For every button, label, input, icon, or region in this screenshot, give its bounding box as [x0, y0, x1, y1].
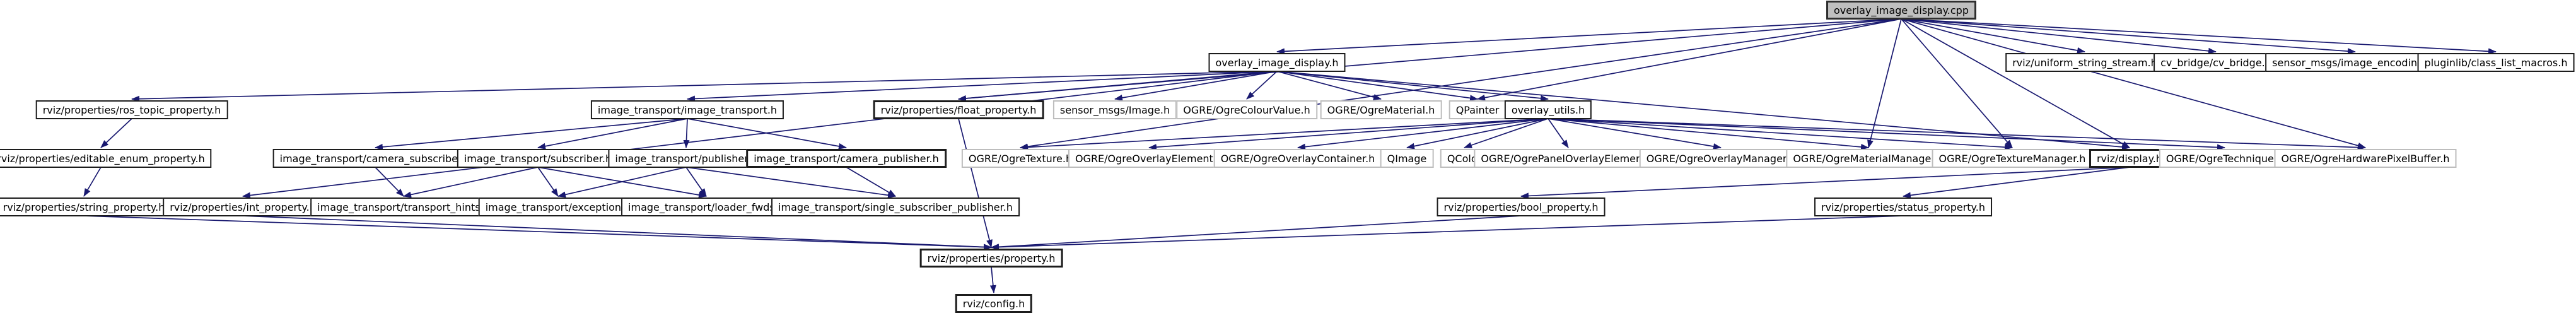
graph-node-ogre-ogrehardwarepixelbuffer-h: OGRE/OgreHardwarePixelBuffer.h — [2274, 149, 2457, 168]
graph-node-rviz-properties-bool-property-h[interactable]: rviz/properties/bool_property.h — [1437, 197, 1606, 216]
graph-edge-ovu-ope — [1547, 118, 1569, 148]
graph-node-sensor-msgs-image-h: sensor_msgs/Image.h — [1052, 100, 1177, 119]
graph-edge-ovu-otc — [1547, 118, 2225, 151]
graph-edge-root-dsp — [1901, 18, 2130, 148]
graph-node-image-transport-transport-hints-h[interactable]: image_transport/transport_hints.h — [310, 197, 497, 216]
graph-edge-dsp-sta — [1903, 167, 2130, 199]
graph-edge-hdr-smi — [1114, 71, 1278, 101]
graph-edge-hdr-dsp — [1276, 71, 2130, 150]
graph-edge-hdr-itt — [687, 71, 1278, 102]
graph-edge-pub-ssp — [685, 167, 896, 199]
graph-edge-ovu-qcl — [1464, 118, 1549, 148]
graph-node-image-transport-publisher-h[interactable]: image_transport/publisher.h — [608, 149, 764, 168]
graph-node-rviz-properties-ros-topic-property-h[interactable]: rviz/properties/ros_topic_property.h — [35, 100, 228, 119]
graph-edge-stp-prp — [83, 215, 992, 250]
graph-edge-pub-lfw — [685, 167, 707, 197]
graph-edge-itt-sub — [537, 118, 688, 150]
graph-node-overlay-image-display-h[interactable]: overlay_image_display.h — [1208, 53, 1346, 72]
graph-node-ogre-ogrematerial-h: OGRE/OgreMaterial.h — [1320, 100, 1442, 119]
graph-edge-cas-tph — [375, 167, 404, 197]
graph-edge-itt-pub — [683, 118, 690, 148]
graph-edge-hdr-omt — [1276, 71, 1382, 100]
graph-edge-hdr-ocv — [1246, 71, 1278, 100]
graph-node-rviz-uniform-string-stream-h[interactable]: rviz/uniform_string_stream.h — [2005, 53, 2164, 72]
graph-node-sensor-msgs-image-encodings-h[interactable]: sensor_msgs/image_encodings.h — [2265, 53, 2445, 72]
graph-edge-root-otx — [1020, 18, 1902, 150]
graph-edge-hdr-inp — [242, 71, 1278, 199]
graph-node-image-transport-single-subscriber-publisher-h[interactable]: image_transport/single_subscriber_publis… — [771, 197, 1020, 216]
graph-edge-itt-cas — [375, 118, 688, 150]
graph-node-ogre-ogrecolourvalue-h: OGRE/OgreColourValue.h — [1176, 100, 1317, 119]
graph-edge-root-uss — [1901, 18, 2085, 54]
graph-edge-root-otm — [1901, 18, 2013, 148]
graph-node-overlay-image-display-cpp[interactable]: overlay_image_display.cpp — [1826, 1, 1976, 20]
graph-node-image-transport-exception-h[interactable]: image_transport/exception.h — [478, 197, 638, 216]
graph-edge-ovu-ooc — [1297, 118, 1549, 150]
graph-edge-ovu-ohb — [1547, 118, 2366, 151]
graph-edge-root-plm — [1901, 18, 2497, 55]
graph-node-image-transport-camera-subscriber-h[interactable]: image_transport/camera_subscriber.h — [272, 149, 478, 168]
graph-node-image-transport-subscriber-h[interactable]: image_transport/subscriber.h — [457, 149, 619, 168]
graph-edge-itt-cap — [687, 118, 847, 150]
graph-node-rviz-properties-string-property-h[interactable]: rviz/properties/string_property.h — [0, 197, 172, 216]
graph-edge-hdr-ovu — [1276, 71, 1549, 102]
graph-edge-ovu-ooe — [1148, 118, 1549, 151]
graph-node-rviz-config-h[interactable]: rviz/config.h — [955, 294, 1033, 313]
graph-node-qimage: QImage — [1380, 149, 1434, 168]
graph-node-ogre-ogretechnique-h: OGRE/OgreTechnique.h — [2159, 149, 2291, 168]
graph-edge-root-omm — [1867, 18, 1902, 148]
graph-edge-ovu-otx — [1020, 118, 1549, 151]
graph-edge-eep-stp — [83, 167, 102, 197]
graph-node-qpainter: QPainter — [1448, 100, 1507, 119]
graph-node-ogre-ogretexturemanager-h: OGRE/OgreTextureManager.h — [1932, 149, 2093, 168]
graph-edge-ovu-otm — [1547, 118, 2013, 151]
graph-node-ogre-ogreoverlaycontainer-h: OGRE/OgreOverlayContainer.h — [1213, 149, 1382, 168]
graph-edge-fpp-prp — [958, 118, 993, 248]
graph-node-ogre-ogrepaneloverlayelement-h: OGRE/OgrePanelOverlayElement.h — [1474, 149, 1663, 168]
graph-node-rviz-display-h[interactable]: rviz/display.h — [2089, 149, 2171, 168]
graph-edge-pub-exc — [557, 167, 687, 198]
graph-edge-rtp-eep — [100, 118, 132, 148]
graph-edge-dsp-blp — [1520, 167, 2130, 199]
graph-edge-cap-ssp — [846, 167, 896, 197]
graph-node-ogre-ogreoverlayelement-h: OGRE/OgreOverlayElement.h — [1068, 149, 1230, 168]
graph-edge-sub-exc — [537, 167, 559, 197]
graph-edge-root-cvb — [1901, 18, 2217, 54]
graph-node-image-transport-image-transport-h[interactable]: image_transport/image_transport.h — [590, 100, 784, 119]
graph-node-rviz-properties-int-property-h[interactable]: rviz/properties/int_property.h — [163, 197, 323, 216]
graph-edge-hdr-fpp — [958, 71, 1278, 102]
graph-node-overlay-utils-h[interactable]: overlay_utils.h — [1504, 100, 1592, 119]
graph-edge-prp-cfg — [989, 266, 996, 293]
graph-edge-ovu-omm — [1547, 118, 1869, 150]
graph-node-pluginlib-class-list-macros-h[interactable]: pluginlib/class_list_macros.h — [2417, 53, 2575, 72]
graph-edge-ovu-oom — [1547, 118, 1722, 150]
graph-node-image-transport-camera-publisher-h[interactable]: image_transport/camera_publisher.h — [746, 149, 947, 168]
graph-edge-root-ohb — [1901, 18, 2366, 149]
graph-edge-hdr-qpt — [1276, 71, 1478, 102]
graph-node-cv-bridge-cv-bridge-h[interactable]: cv_bridge/cv_bridge.h — [2153, 53, 2278, 72]
graph-node-rviz-properties-editable-enum-property-h[interactable]: rviz/properties/editable_enum_property.h — [0, 149, 212, 168]
graph-node-rviz-properties-property-h[interactable]: rviz/properties/property.h — [919, 249, 1063, 268]
graph-node-rviz-properties-status-property-h[interactable]: rviz/properties/status_property.h — [1814, 197, 1992, 216]
graph-edge-blp-prp — [991, 215, 1522, 250]
graph-edge-inp-prp — [242, 215, 992, 250]
graph-node-ogre-ogreoverlaymanager-h: OGRE/OgreOverlayManager.h — [1639, 149, 1803, 168]
graph-node-rviz-properties-float-property-h[interactable]: rviz/properties/float_property.h — [873, 100, 1044, 119]
graph-node-ogre-ogretexture-h: OGRE/OgreTexture.h — [961, 149, 1080, 168]
graph-edge-ovu-qim — [1406, 118, 1549, 150]
graph-edge-root-qpt — [1477, 18, 1902, 101]
graph-edge-sub-tph — [403, 167, 539, 198]
graph-edge-root-enc — [1901, 18, 2356, 55]
graph-node-image-transport-loader-fwds-h[interactable]: image_transport/loader_fwds.h — [621, 197, 791, 216]
graph-edge-sta-prp — [991, 215, 1904, 250]
graph-edge-hdr-rtp — [131, 71, 1278, 102]
graph-edge-root-hdr — [1276, 18, 1902, 55]
graph-node-ogre-ogrematerialmanager-h: OGRE/OgreMaterialManager.h — [1786, 149, 1951, 168]
